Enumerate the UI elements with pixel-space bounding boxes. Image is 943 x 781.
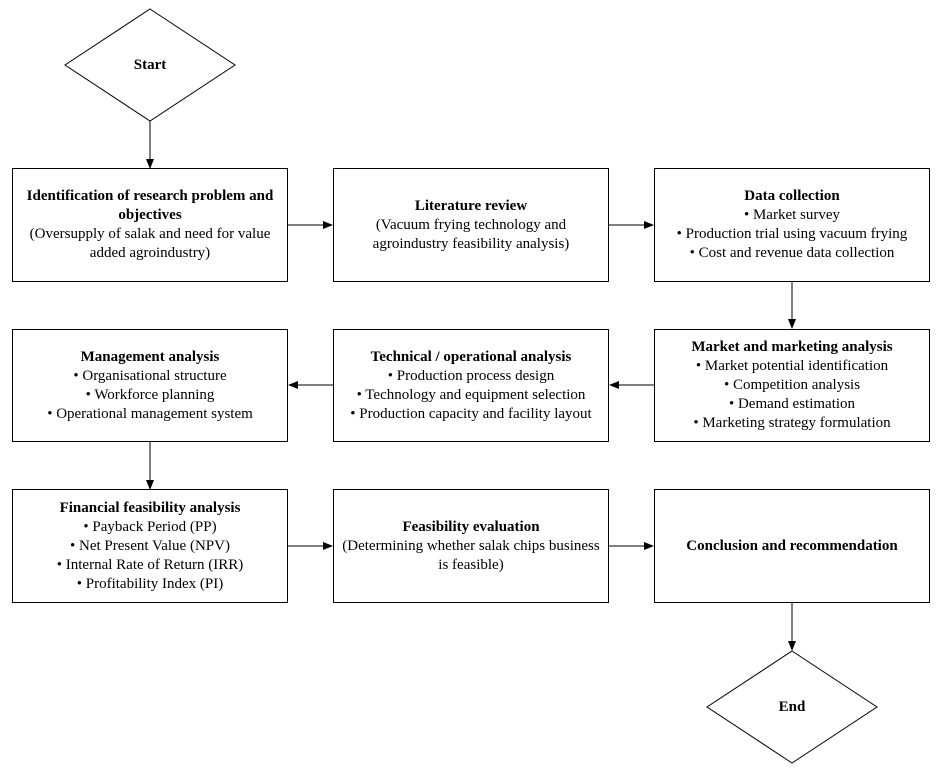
market-analysis-item: • Market potential identification — [695, 358, 889, 374]
literature-review-box: Literature review (Vacuum frying technol… — [333, 168, 609, 282]
end-label: End — [778, 699, 806, 715]
financial-analysis-box: Financial feasibility analysis • Payback… — [12, 489, 288, 603]
management-analysis-item: • Organisational structure — [73, 367, 227, 384]
financial-analysis-item: • Internal Rate of Return (IRR) — [56, 556, 244, 573]
data-collection-title: Data collection — [744, 188, 840, 204]
management-analysis-item: • Workforce planning — [85, 386, 215, 403]
financial-analysis-title: Financial feasibility analysis — [59, 499, 241, 516]
market-analysis-item: • Competition analysis — [723, 377, 861, 393]
feasibility-evaluation-detail: (Determining whether salak chips busines… — [342, 537, 600, 573]
technical-analysis-item: • Production process design — [387, 367, 555, 384]
management-analysis-item: • Operational management system — [47, 405, 253, 422]
feasibility-evaluation-box: Feasibility evaluation (Determining whet… — [333, 489, 609, 603]
end-diamond — [706, 650, 878, 764]
start-label: Start — [133, 57, 167, 73]
data-collection-item: • Cost and revenue data collection — [689, 245, 895, 261]
management-analysis-title: Management analysis — [80, 348, 220, 365]
market-analysis-item: • Demand estimation — [728, 396, 856, 412]
technical-analysis-title: Technical / operational analysis — [370, 348, 572, 365]
literature-review-title: Literature review — [414, 197, 528, 214]
technical-analysis-item: • Technology and equipment selection — [356, 386, 586, 403]
management-analysis-box: Management analysis • Organisational str… — [12, 329, 288, 442]
conclusion-title: Conclusion and recommendation — [686, 537, 898, 554]
literature-review-detail: (Vacuum frying technology and agroindust… — [372, 216, 570, 252]
identification-detail: (Oversupply of salak and need for value … — [29, 226, 271, 261]
financial-analysis-item: • Profitability Index (PI) — [76, 575, 224, 592]
conclusion-box: Conclusion and recommendation — [654, 489, 930, 603]
data-collection-box: Data collection • Market survey • Produc… — [654, 168, 930, 282]
market-analysis-box: Market and marketing analysis • Market p… — [654, 329, 930, 442]
identification-box: Identification of research problem and o… — [12, 168, 288, 282]
identification-title: Identification of research problem and o… — [26, 188, 274, 223]
financial-analysis-item: • Net Present Value (NPV) — [70, 537, 230, 554]
financial-analysis-item: • Payback Period (PP) — [83, 518, 217, 535]
data-collection-item: • Production trial using vacuum frying — [676, 226, 908, 242]
technical-analysis-box: Technical / operational analysis • Produ… — [333, 329, 609, 442]
feasibility-evaluation-title: Feasibility evaluation — [402, 518, 540, 535]
data-collection-item: • Market survey — [743, 207, 841, 223]
technical-analysis-item: • Production capacity and facility layou… — [350, 405, 592, 422]
market-analysis-title: Market and marketing analysis — [691, 339, 893, 355]
market-analysis-item: • Marketing strategy formulation — [693, 415, 891, 431]
